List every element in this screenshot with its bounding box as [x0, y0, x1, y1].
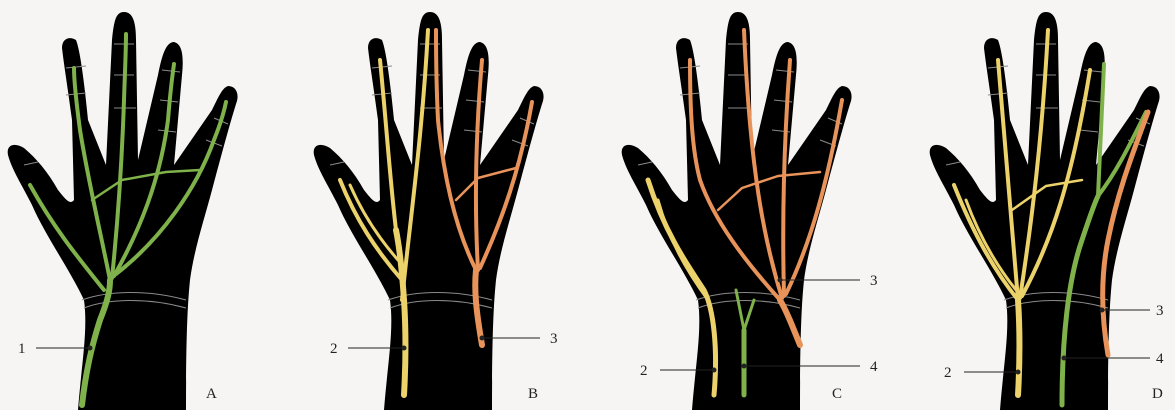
callout-4: 4: [870, 359, 878, 375]
panel-letter-b: B: [528, 386, 538, 402]
panel-a: 1 A: [8, 12, 238, 410]
leader-dot: [742, 364, 747, 369]
leader-dot: [1016, 370, 1021, 375]
tendon-trunk-yellow: [1018, 300, 1020, 395]
panel-b: 2 3 B: [314, 12, 558, 410]
panel-c: 3 2 4 C: [622, 12, 878, 410]
leader-dot: [480, 336, 485, 341]
callout-3: 3: [550, 331, 558, 347]
panel-d: 3 2 4 D: [930, 12, 1164, 410]
callout-2: 2: [640, 363, 648, 379]
panel-letter-a: A: [206, 386, 217, 402]
leader-dot: [778, 278, 783, 283]
callout-2: 2: [944, 365, 952, 381]
leader-dot: [88, 346, 93, 351]
callout-1: 1: [18, 341, 26, 357]
leader-dot: [1062, 356, 1067, 361]
callout-2: 2: [330, 341, 338, 357]
panel-letter-c: C: [832, 386, 842, 402]
panel-letter-d: D: [1152, 386, 1163, 402]
leader-dot: [1100, 308, 1105, 313]
hand-outline: [8, 12, 238, 410]
leader-dot: [712, 368, 717, 373]
callout-4: 4: [1156, 351, 1164, 367]
leader-dot: [402, 346, 407, 351]
callout-3: 3: [1156, 303, 1164, 319]
hand-outline: [314, 12, 544, 410]
callout-3: 3: [870, 273, 878, 289]
